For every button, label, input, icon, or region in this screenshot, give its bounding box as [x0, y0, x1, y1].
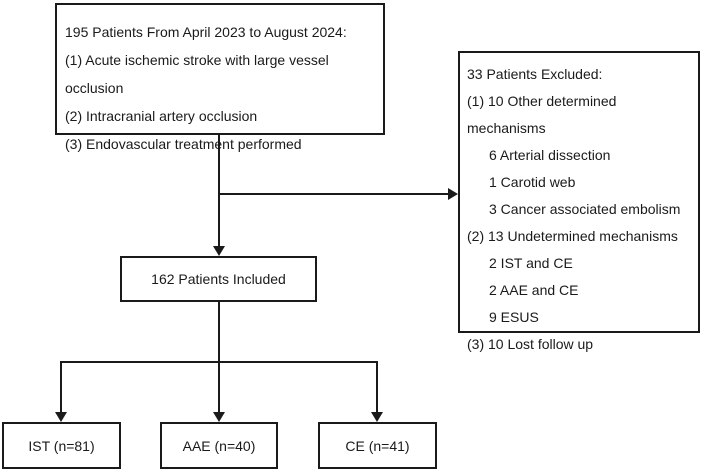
connector-drop-ist: [60, 361, 62, 413]
group-box-ist: IST (n=81): [2, 422, 121, 469]
connector-drop-ce: [376, 361, 378, 413]
excluded-reason-1: (1) 10 Other determined mechanisms: [467, 93, 617, 136]
arrow-down-icon-ist: [55, 412, 67, 422]
arrow-down-icon: [213, 246, 225, 256]
enrollment-criterion-3: (3) Endovascular treatment performed: [65, 136, 302, 152]
group-label-ist: IST (n=81): [28, 437, 95, 454]
group-box-aae: AAE (n=40): [160, 422, 278, 469]
connector-included-to-split: [218, 302, 220, 363]
excluded-reason-1-sub-3: 3 Cancer associated embolism: [489, 201, 681, 217]
connector-drop-aae: [218, 361, 220, 413]
excluded-box: 33 Patients Excluded: (1) 10 Other deter…: [458, 51, 700, 352]
excluded-reason-2-sub-1: 2 IST and CE: [489, 255, 573, 271]
excluded-reason-2-sub-2: 2 AAE and CE: [489, 282, 579, 298]
arrow-right-icon: [448, 188, 458, 200]
group-box-ce: CE (n=41): [318, 422, 437, 469]
excluded-reason-3: (3) 10 Lost follow up: [467, 336, 594, 352]
arrow-down-icon-ce: [371, 412, 383, 422]
included-box: 162 Patients Included: [120, 256, 317, 302]
enrollment-line-total: 195 Patients From April 2023 to August 2…: [65, 24, 347, 40]
excluded-reason-2-sub-3: 9 ESUS: [489, 309, 539, 325]
enrollment-criterion-1: (1) Acute ischemic stroke with large ves…: [65, 52, 329, 96]
connector-branch-to-excluded: [218, 193, 449, 195]
connector-enrollment-to-included: [218, 135, 220, 248]
enrollment-criterion-2: (2) Intracranial artery occlusion: [65, 108, 258, 124]
included-label: 162 Patients Included: [151, 271, 286, 287]
excluded-reason-1-sub-1: 6 Arterial dissection: [489, 147, 611, 163]
enrollment-box: 195 Patients From April 2023 to August 2…: [55, 3, 385, 152]
group-label-aae: AAE (n=40): [182, 437, 256, 454]
excluded-reason-1-sub-2: 1 Carotid web: [489, 174, 576, 190]
arrow-down-icon-aae: [213, 412, 225, 422]
excluded-reason-2: (2) 13 Undetermined mechanisms: [467, 228, 678, 244]
excluded-title: 33 Patients Excluded:: [467, 66, 603, 82]
group-label-ce: CE (n=41): [345, 437, 410, 454]
